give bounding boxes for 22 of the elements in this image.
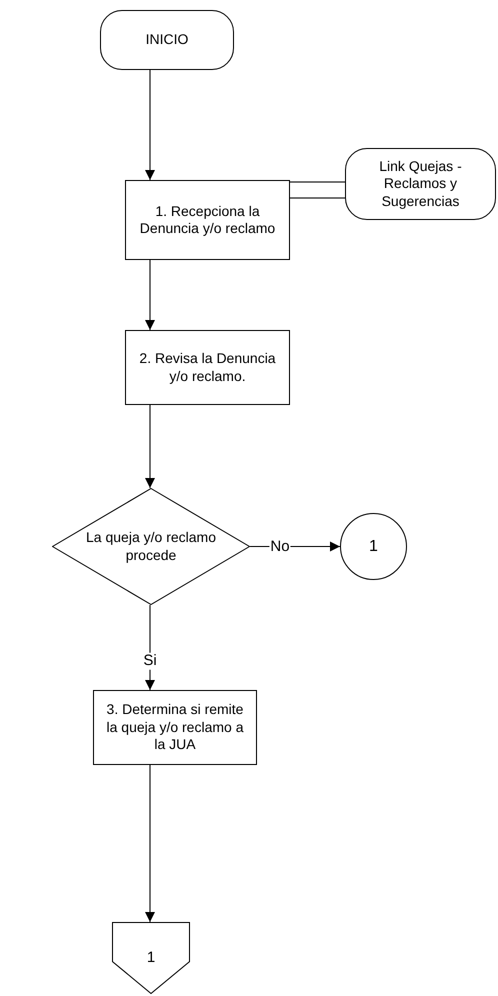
node-label: 1. Recepciona la Denuncia y/o reclamo (138, 202, 276, 238)
arrow (145, 404, 155, 488)
arrow (290, 182, 346, 198)
node-label: 3. Determina si remite la queja y/o reclamo a la JUA (106, 701, 244, 754)
arrow (145, 70, 155, 180)
node-label: 2. Revisa la Denuncia y/o reclamo. (138, 350, 277, 385)
decision-diamond (52, 488, 250, 605)
node-label: La queja y/o reclamo procede (86, 529, 216, 564)
process-box (93, 690, 257, 765)
arrow (145, 260, 155, 330)
terminal-box (100, 10, 234, 70)
node-label: 1 (146, 948, 156, 968)
arrow (145, 764, 155, 922)
node-label: INICIO (146, 31, 188, 49)
arrow (145, 604, 155, 690)
offpage-connector (112, 922, 190, 994)
edge-label: Si (142, 652, 158, 670)
process-box (125, 330, 290, 405)
node-label: Link Quejas - Reclamos y Sugerencias (378, 158, 463, 210)
terminal-box (345, 148, 496, 220)
node-label: 1 (369, 536, 378, 556)
process-box (125, 180, 290, 260)
